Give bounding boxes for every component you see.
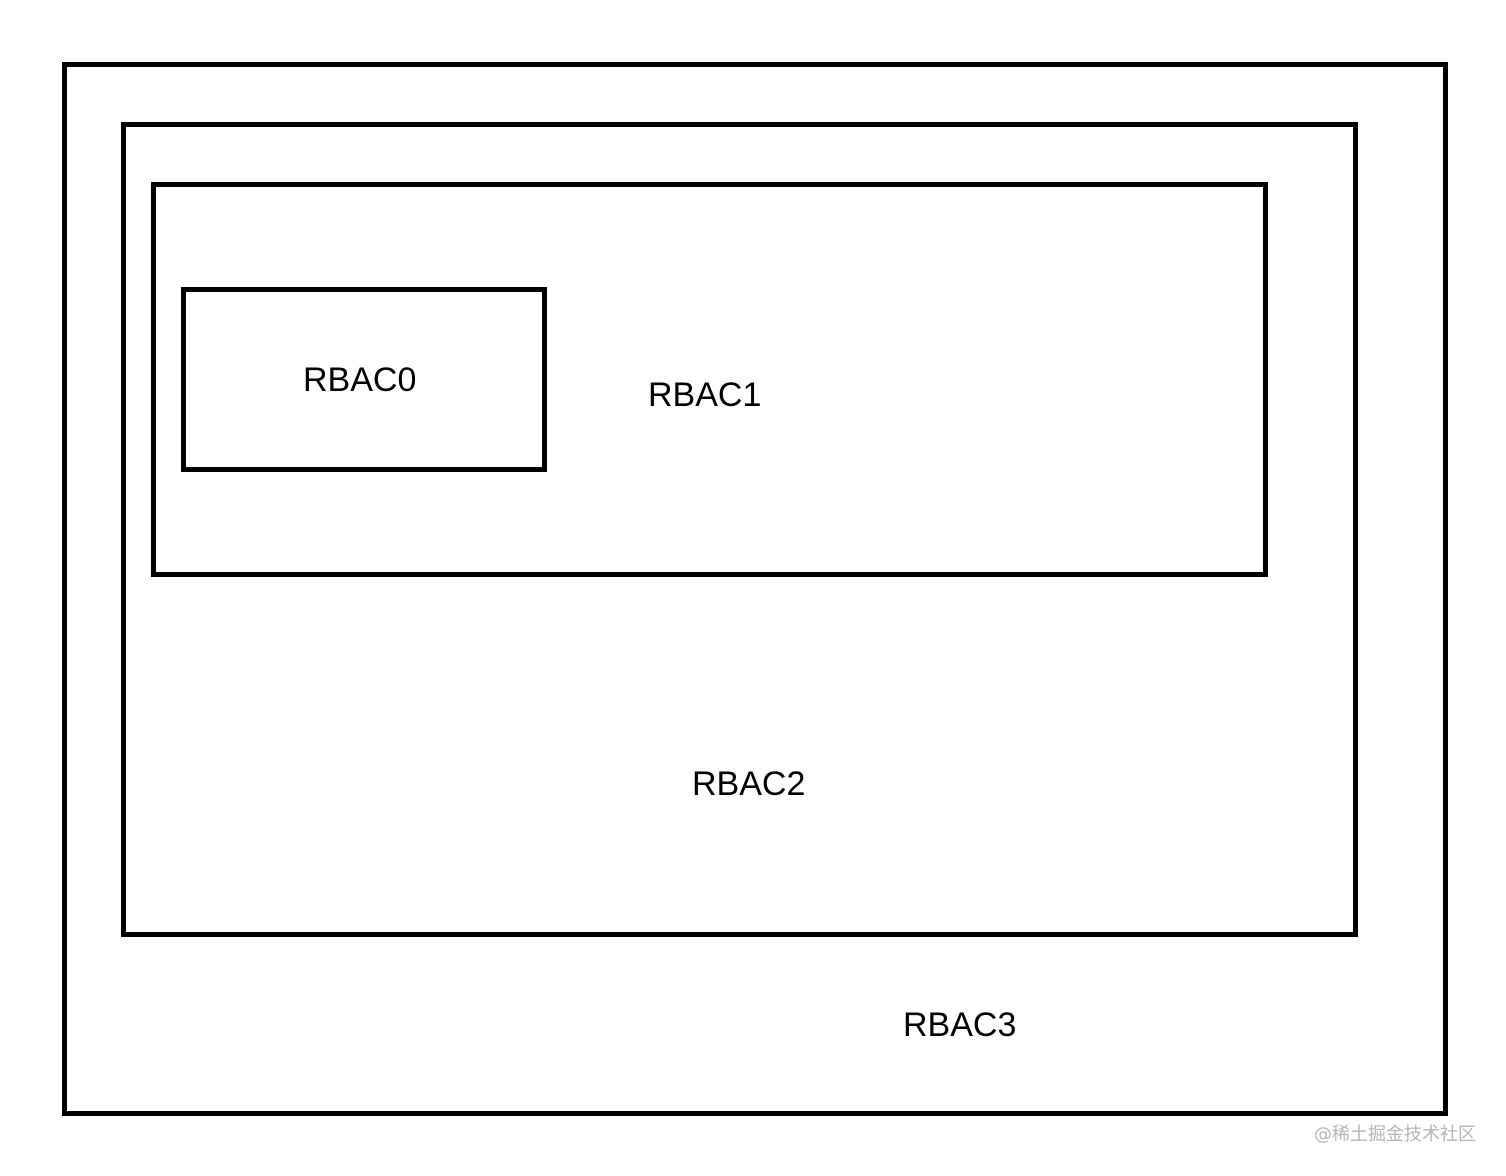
rbac2-box bbox=[121, 122, 1358, 937]
rbac1-box bbox=[151, 182, 1268, 577]
rbac0-box bbox=[181, 287, 547, 472]
rbac0-label: RBAC0 bbox=[303, 361, 417, 399]
rbac3-box bbox=[62, 62, 1448, 1116]
rbac2-label: RBAC2 bbox=[692, 765, 806, 803]
rbac1-label: RBAC1 bbox=[648, 376, 762, 414]
rbac3-label: RBAC3 bbox=[903, 1006, 1017, 1044]
watermark: @稀土掘金技术社区 bbox=[1314, 1124, 1476, 1145]
